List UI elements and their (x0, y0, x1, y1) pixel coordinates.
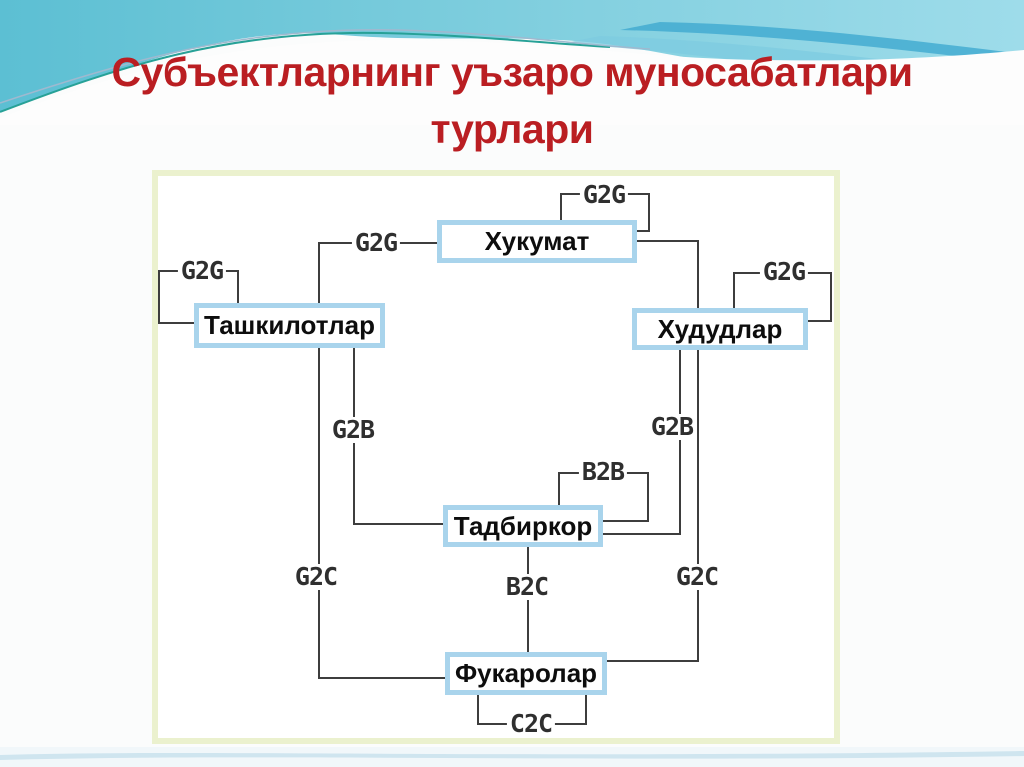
edge-label-g2g-government-self: G2G (579, 182, 629, 208)
diagram-panel: G2G G2G G2G G2G G2B G2B B2B G2C G2C B2C … (152, 170, 840, 744)
connector-c2c-loop-left (477, 695, 479, 723)
node-organizations: Ташкилотлар (194, 303, 385, 348)
edge-label-g2c-left: G2C (291, 564, 341, 590)
node-citizens: Фукаролар (445, 652, 607, 695)
header-wave-decoration (0, 0, 1024, 125)
connector-g2c-left-v (318, 348, 320, 677)
connector-gov-loop-hook (637, 230, 650, 232)
connector-g2b-right-v (679, 350, 681, 533)
connector-reg-loop-hook (807, 320, 832, 322)
footer-wave-decoration (0, 747, 1024, 767)
slide-title: Субъектларнинг уъзаро муносабатлари турл… (0, 44, 1024, 158)
edge-label-c2c-citizens-self: C2C (506, 711, 556, 737)
edge-label-g2g-organizations-self: G2G (177, 258, 227, 284)
edge-label-g2c-right: G2C (672, 564, 722, 590)
edge-label-b2c: B2C (502, 574, 552, 600)
connector-org-loop-right (237, 270, 239, 303)
connector-c2c-loop-right (585, 695, 587, 723)
connector-b2b-loop-left (558, 472, 560, 505)
connector-org-loop-left (158, 270, 160, 322)
connector-b2b-loop-right (647, 472, 649, 520)
connector-b2b-loop-hook (603, 520, 649, 522)
connector-g2b-left-h (353, 523, 443, 525)
connector-reg-loop-left (733, 272, 735, 308)
connector-organizations-riser (318, 242, 320, 303)
edge-label-g2g-regions-self: G2G (759, 259, 809, 285)
edge-label-g2b-left: G2B (328, 417, 378, 443)
node-government: Хукумат (437, 220, 637, 263)
connector-gov-loop-right (648, 193, 650, 230)
connector-g2c-right-v (697, 350, 699, 660)
connector-reg-loop-right (830, 272, 832, 320)
connector-g2c-right-h (607, 660, 699, 662)
slide-title-line1: Субъектларнинг уъзаро муносабатлари (111, 49, 913, 95)
connector-gov-loop-left (560, 193, 562, 220)
edge-label-g2b-right: G2B (647, 414, 697, 440)
edge-label-g2g-government-organizations: G2G (351, 230, 401, 256)
edge-label-b2b-entrepreneur-self: B2B (578, 459, 628, 485)
connector-g2b-right-h (603, 533, 681, 535)
slide-title-line2: турлари (430, 106, 594, 152)
node-entrepreneur: Тадбиркор (443, 505, 603, 547)
connector-government-regions-v (697, 240, 699, 308)
connector-org-loop-hook (158, 322, 194, 324)
node-regions: Худудлар (632, 308, 808, 350)
connector-g2c-left-h (318, 677, 445, 679)
connector-government-regions-h (637, 240, 697, 242)
